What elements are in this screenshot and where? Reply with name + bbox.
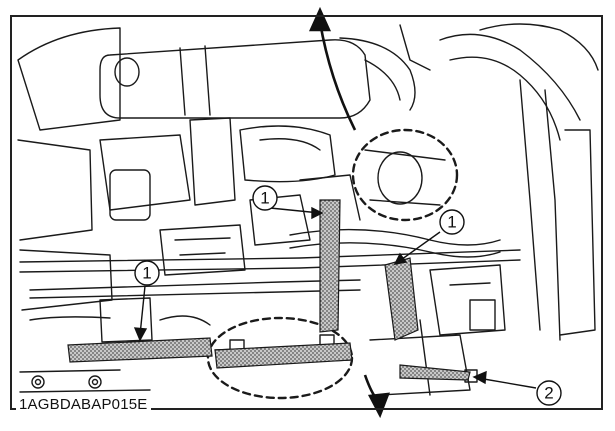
inspection-circle-upper [351, 128, 459, 222]
hose-lower-left [67, 337, 213, 363]
arrow-up-head [308, 6, 332, 32]
hose-middle-vertical [319, 199, 341, 333]
leader-1-right [397, 231, 441, 263]
hose-lower-center [214, 342, 353, 369]
air-intake-pipe [99, 39, 371, 119]
leader-1-left [139, 285, 146, 336]
callout-1-right: 1 [447, 213, 456, 232]
callout-1-left: 1 [142, 264, 151, 283]
leader-2 [477, 377, 537, 389]
callout-circle-1-upper [252, 185, 278, 211]
arrow-up-line [318, 21, 357, 131]
callout-circle-2 [536, 380, 562, 406]
callout-circle-1-left [134, 260, 160, 286]
callout-1-upper: 1 [260, 189, 269, 208]
hose-lower-right [399, 364, 471, 381]
figure-caption: 1AGBDABAP015E [16, 396, 151, 413]
left-panel-shape [17, 27, 121, 131]
callout-circle-1-right [439, 209, 465, 235]
arrow-down-head [367, 392, 390, 419]
callout-2: 2 [544, 384, 553, 403]
